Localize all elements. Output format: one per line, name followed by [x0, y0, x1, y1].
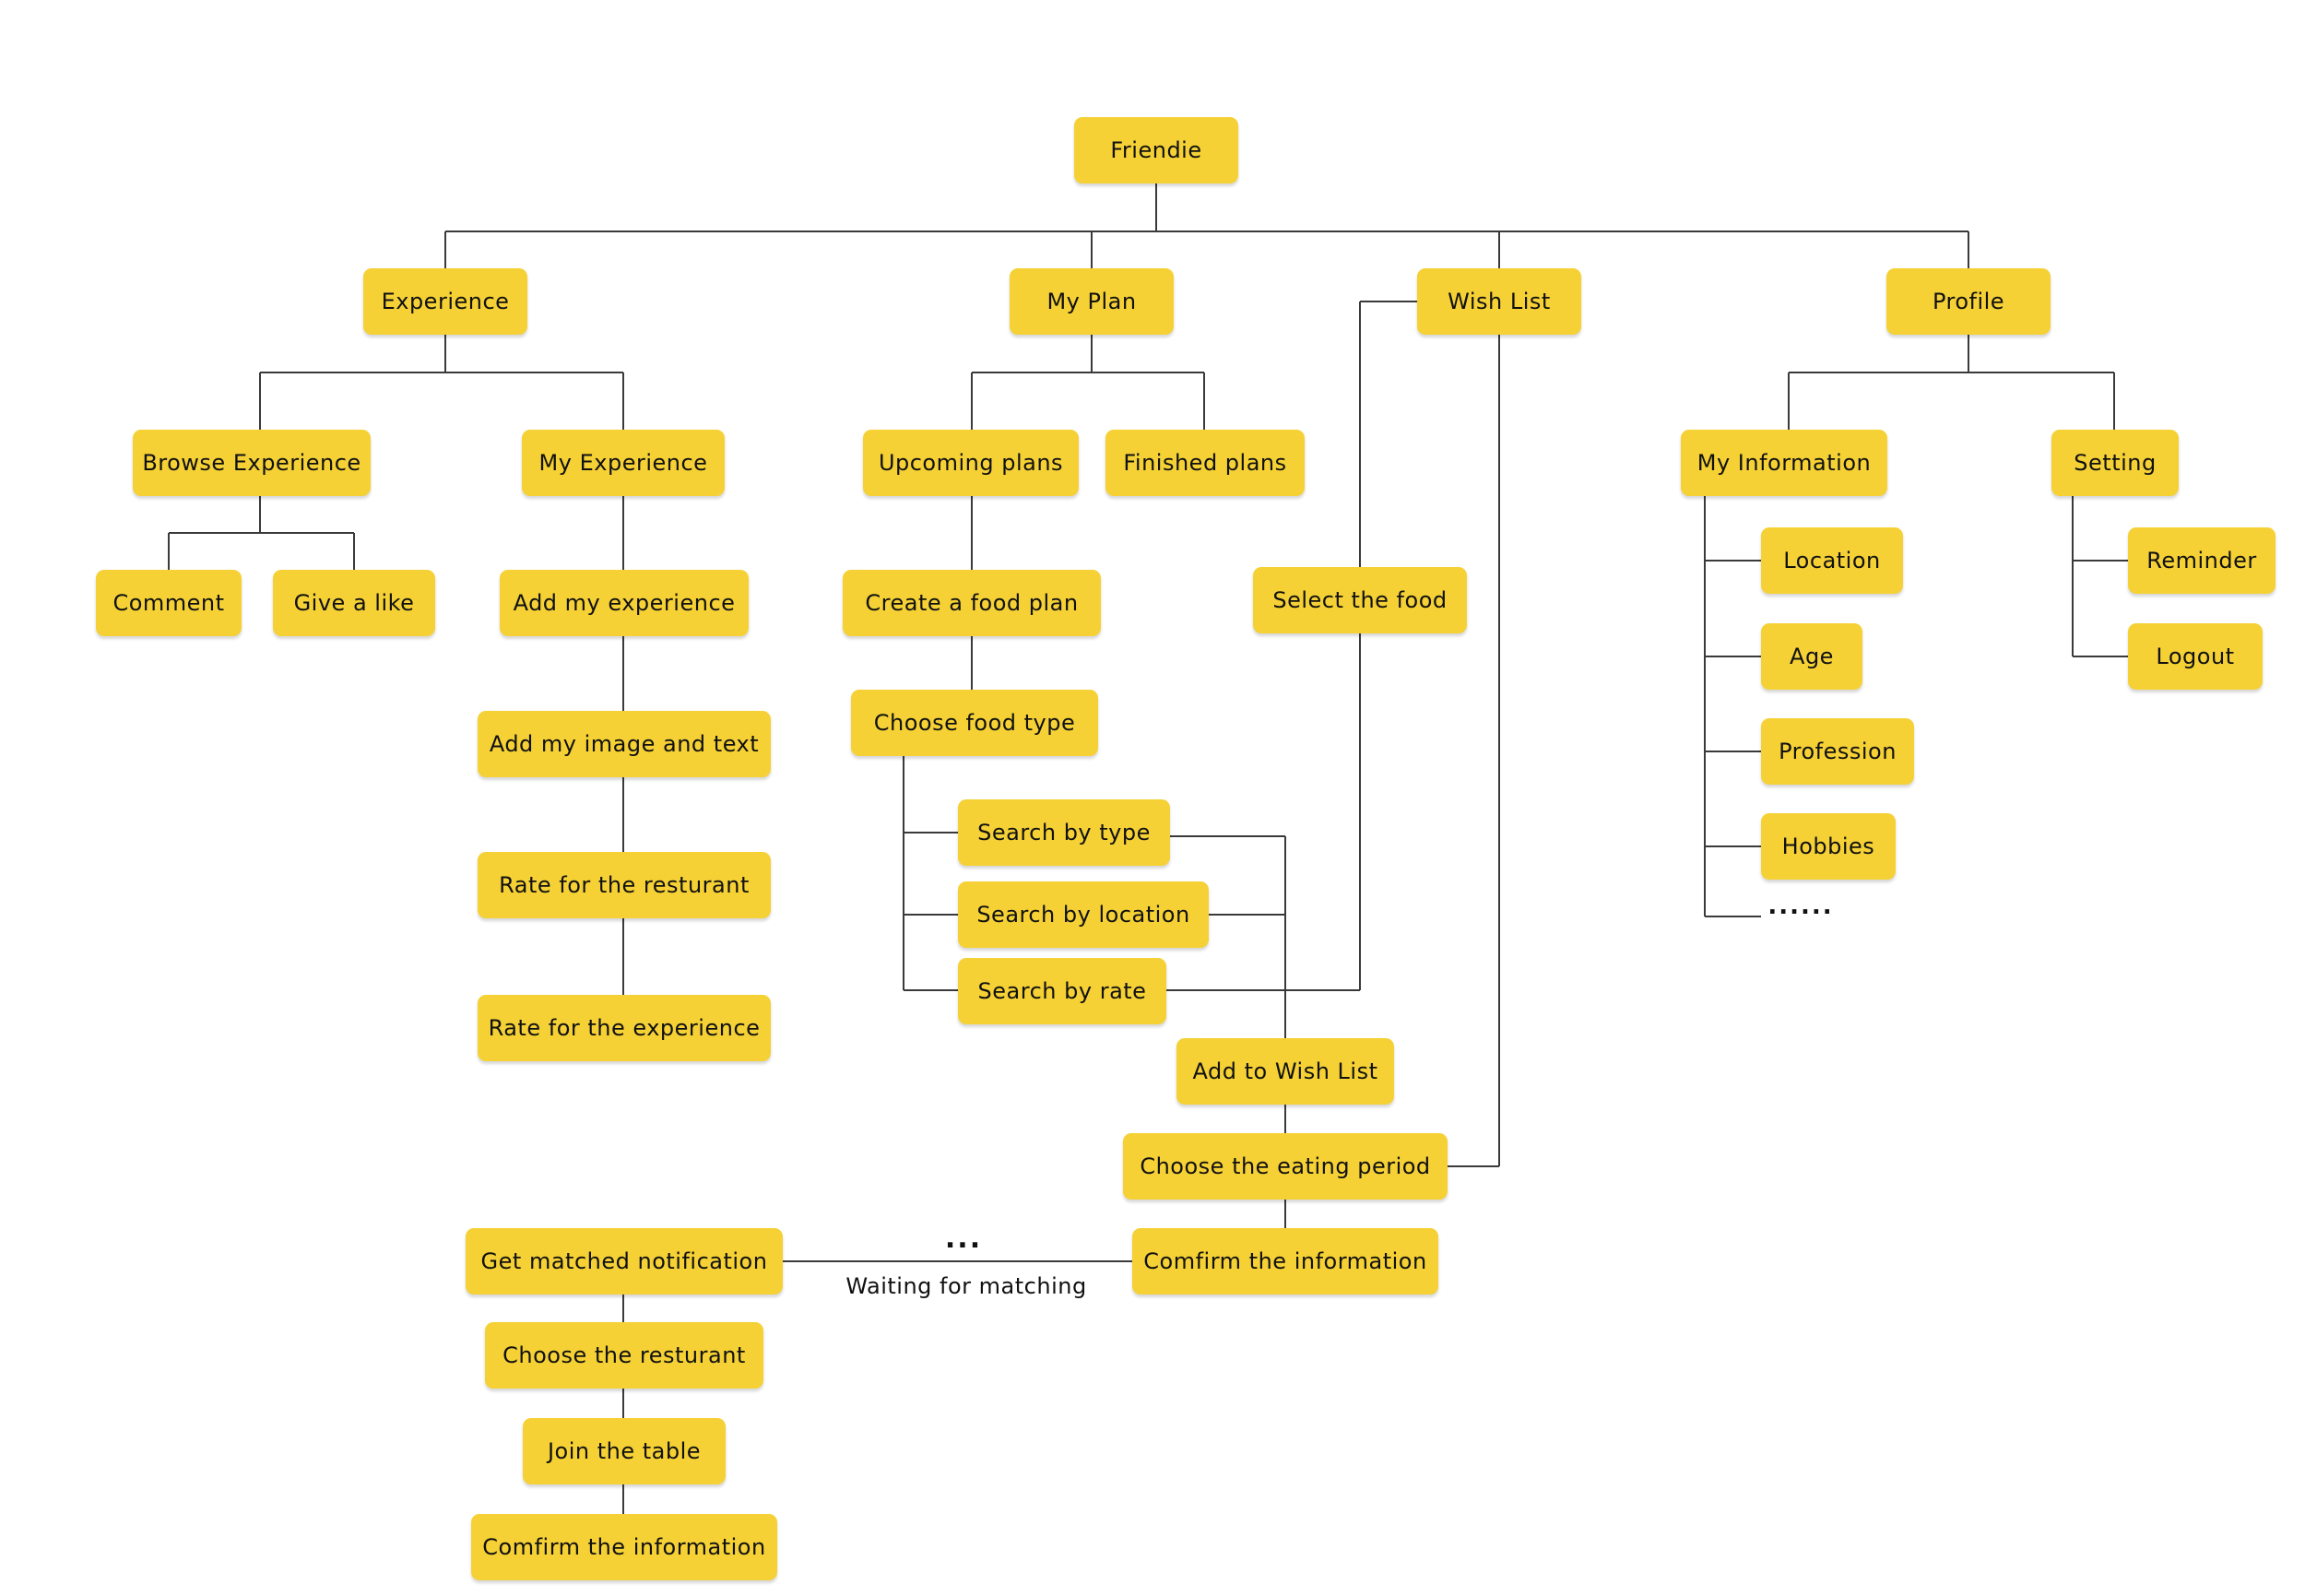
node-location: Location [1761, 527, 1903, 594]
node-rate-restaurant: Rate for the resturant [478, 852, 771, 918]
node-logout: Logout [2128, 623, 2263, 690]
node-select-food: Select the food [1253, 567, 1467, 633]
node-age: Age [1761, 623, 1862, 690]
node-wish-list: Wish List [1417, 268, 1581, 335]
node-my-experience: My Experience [522, 430, 725, 496]
node-experience: Experience [363, 268, 527, 335]
node-search-by-type: Search by type [958, 799, 1170, 866]
node-reminder: Reminder [2128, 527, 2275, 594]
node-upcoming-plans: Upcoming plans [863, 430, 1079, 496]
node-search-by-location: Search by location [958, 881, 1209, 948]
node-give-like: Give a like [273, 570, 435, 636]
node-join-table: Join the table [523, 1418, 726, 1484]
node-friendie: Friendie [1074, 117, 1238, 183]
node-choose-eating-period: Choose the eating period [1123, 1133, 1448, 1200]
node-rate-experience: Rate for the experience [478, 995, 771, 1061]
node-setting: Setting [2051, 430, 2179, 496]
node-browse-experience: Browse Experience [133, 430, 371, 496]
node-profession: Profession [1761, 718, 1914, 785]
node-finished-plans: Finished plans [1105, 430, 1305, 496]
node-add-experience: Add my experience [500, 570, 749, 636]
node-get-matched-notification: Get matched notification [466, 1228, 783, 1295]
more-items-ellipsis: ...... [1767, 893, 1834, 920]
node-search-by-rate: Search by rate [958, 958, 1166, 1024]
node-confirm-information-plan: Comfirm the information [1132, 1228, 1438, 1295]
node-create-food-plan: Create a food plan [843, 570, 1101, 636]
node-my-information: My Information [1681, 430, 1887, 496]
node-my-plan: My Plan [1010, 268, 1174, 335]
waiting-dots: ... [944, 1223, 983, 1255]
node-hobbies: Hobbies [1761, 813, 1896, 880]
node-confirm-information-match: Comfirm the information [471, 1514, 777, 1580]
node-add-to-wish-list: Add to Wish List [1176, 1038, 1394, 1105]
node-choose-restaurant: Choose the resturant [485, 1322, 763, 1389]
node-add-image-text: Add my image and text [478, 711, 771, 777]
node-choose-food-type: Choose food type [851, 690, 1098, 756]
node-profile: Profile [1886, 268, 2051, 335]
waiting-for-matching-label: Waiting for matching [845, 1273, 1087, 1299]
node-comment: Comment [96, 570, 242, 636]
